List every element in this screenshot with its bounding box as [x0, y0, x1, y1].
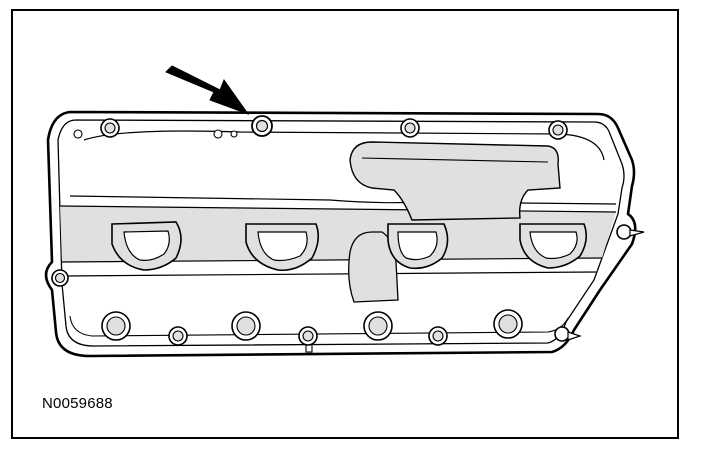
bolt-bottom-1	[168, 326, 188, 346]
bolt-top-3	[400, 118, 420, 138]
arrow-indicator-icon	[165, 65, 250, 116]
bolt-top-4	[548, 120, 568, 140]
bolt-top-2-indicated	[251, 115, 273, 137]
coil-opening-4-inner	[529, 231, 578, 260]
bottom-opening-4	[493, 309, 523, 339]
bolt-left-side	[51, 269, 69, 287]
cover-side-band	[60, 206, 616, 262]
coil-opening-1-inner	[123, 230, 170, 261]
bottom-opening-3	[363, 311, 393, 341]
dowel-3	[230, 130, 238, 138]
stud-bottom-right	[554, 326, 582, 342]
bottom-opening-1	[101, 311, 131, 341]
figure-id-label: N0059688	[42, 395, 113, 412]
dowel-2	[213, 129, 223, 139]
cover-ridge-upper	[59, 205, 617, 213]
cover-baffle-top	[361, 157, 549, 163]
coil-opening-2-inner	[257, 231, 308, 262]
coil-opening-3-inner	[397, 231, 438, 261]
dowel-1	[73, 129, 83, 139]
bolt-top-1	[100, 118, 120, 138]
stud-right-side	[616, 224, 645, 240]
bolt-bottom-3	[428, 326, 448, 346]
bottom-opening-2	[231, 311, 261, 341]
cover-bottom-ridge	[69, 315, 569, 337]
cover-ridge-lower	[63, 271, 597, 277]
bolt-bottom-2	[298, 326, 318, 353]
